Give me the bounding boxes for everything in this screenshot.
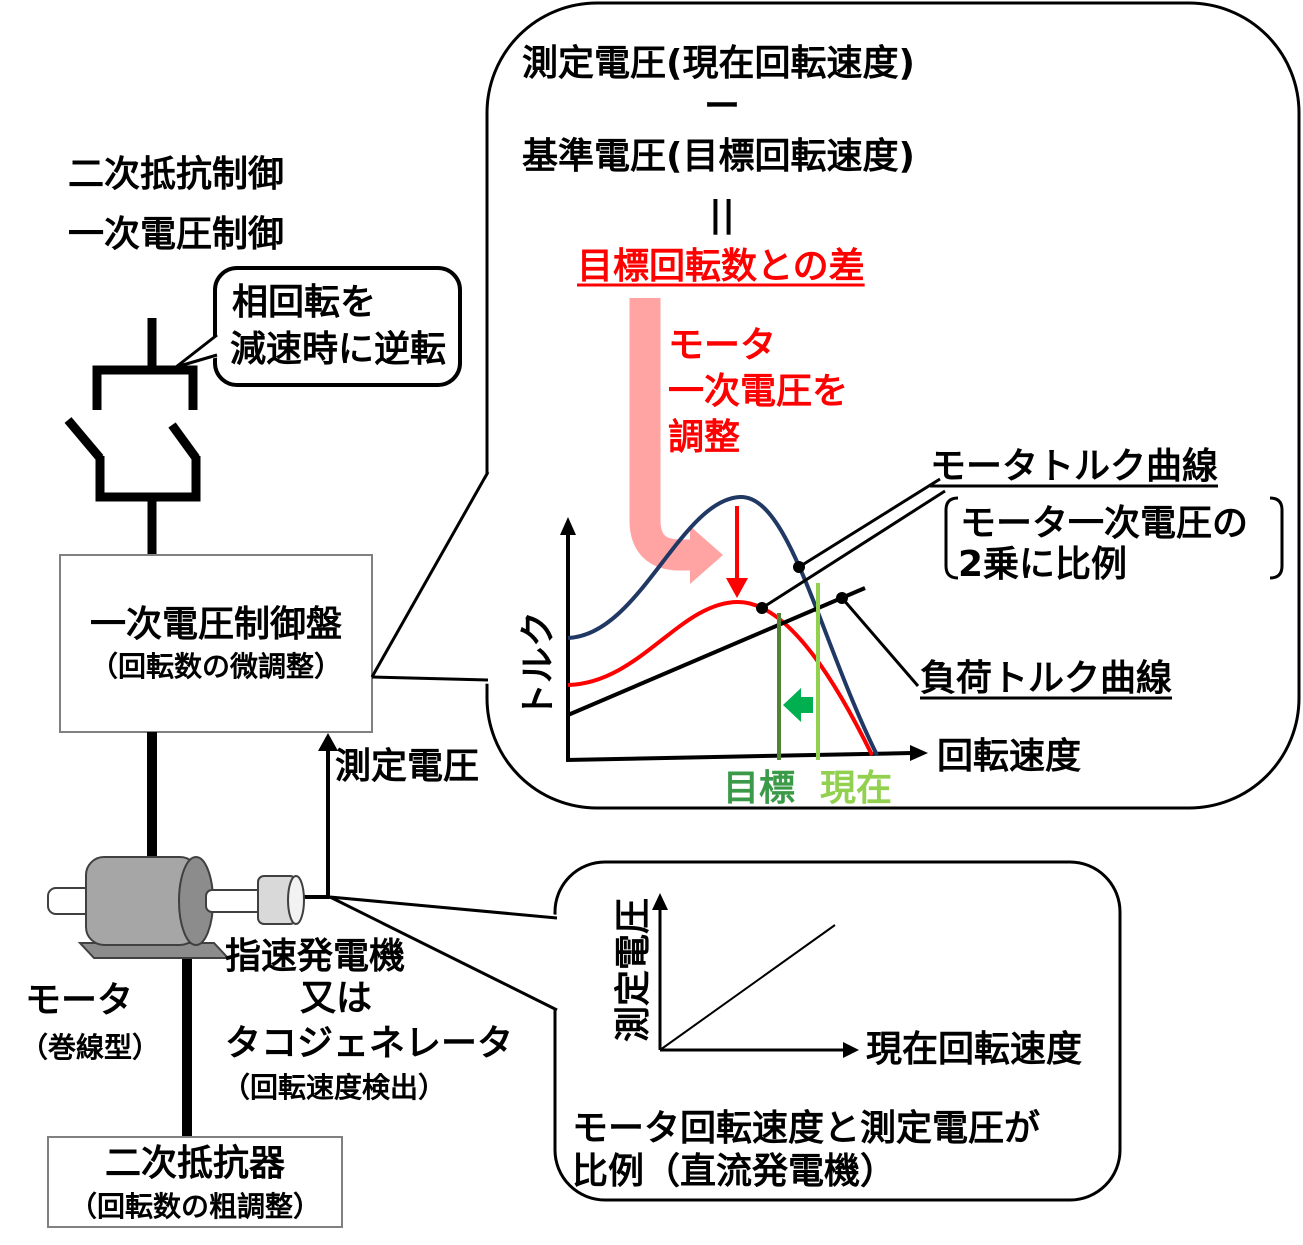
feedback-line [298, 748, 330, 899]
motor-icon [47, 856, 305, 959]
control-panel-box [59, 554, 373, 733]
method-primary-voltage: 一次電圧制御 [68, 214, 284, 255]
reduced-torque-curve [567, 599, 874, 756]
voltage-speed-graph: 測定電圧 現在回転速度 [613, 893, 1082, 1070]
phase-callout-line-2: 減速時に逆転 [230, 329, 446, 370]
action-line-2: 一次電圧を [668, 371, 848, 412]
formula-equals: || [709, 194, 735, 235]
tacho-callout-box [553, 860, 1122, 1202]
motor-curve-note-1: モータ一次電圧の [960, 503, 1248, 544]
load-curve-marker [836, 592, 848, 604]
note-bracket-right [1269, 496, 1284, 580]
motor-torque-curve [567, 494, 879, 756]
control-callout-box [485, 1, 1301, 810]
motor-right-shaft [205, 889, 265, 913]
tacho-note-2: 比例（直流発電機） [572, 1151, 896, 1192]
control-panel: 一次電圧制御盤 （回転数の微調整） [59, 554, 373, 733]
formula-minus: ー [704, 86, 740, 127]
control-panel-title: 一次電圧制御盤 [90, 604, 342, 645]
load-curve-label: 負荷トルク曲線 [920, 658, 1172, 699]
tacho-callout-tail-bottom [329, 895, 558, 1012]
adjust-flow-arrow [629, 298, 692, 571]
tacho-label-3: タコジェネレータ [225, 1023, 513, 1064]
feedback-arrowhead-icon [318, 733, 338, 751]
current-speed-label: 現在 [820, 768, 892, 809]
phase-callout: 相回転を 減速時に逆転 [175, 266, 462, 387]
control-callout-tail-bottom [371, 675, 489, 682]
secondary-resistor-box [47, 1136, 343, 1228]
secondary-resistor-title: 二次抵抗器 [105, 1142, 286, 1184]
load-curve-pointer [840, 597, 920, 687]
current-speed-axis-arrowhead-icon [843, 1042, 859, 1058]
secondary-resistor-subtitle: （回転数の粗調整） [69, 1190, 321, 1223]
proportional-line [659, 924, 836, 1051]
current-speed-axis-label: 現在回転速度 [866, 1029, 1082, 1070]
speed-shift-arrow-icon [783, 688, 813, 722]
speed-axis-label: 回転速度 [937, 736, 1081, 777]
formula-result: 目標回転数との差 [577, 246, 865, 287]
note-bracket-left [944, 496, 959, 580]
control-panel-subtitle: （回転数の微調整） [90, 650, 342, 683]
torque-axis-arrowhead-icon [560, 517, 576, 535]
motor-curve-note-2: 2乗に比例 [958, 544, 1127, 585]
torque-axis-label: トルク [518, 611, 559, 719]
reversing-switch-symbol [64, 318, 201, 556]
motor-type-label: （巻線型） [20, 1031, 160, 1064]
phase-callout-line-1: 相回転を [232, 282, 376, 323]
adjust-flow-arrowhead-icon [690, 526, 723, 584]
feedback-label: 測定電圧 [335, 746, 479, 787]
switch-blade-right [168, 422, 200, 461]
tacho-label-2: 又は [300, 978, 372, 1019]
action-line-3: 調整 [668, 417, 740, 458]
switch-bottom-bracket [95, 456, 201, 502]
formula-measured: 測定電圧(現在回転速度) [522, 43, 915, 84]
motor-label: モータ [25, 980, 133, 1021]
secondary-resistor: 二次抵抗器 （回転数の粗調整） [47, 1136, 343, 1228]
tacho-label-4: （回転速度検出） [222, 1071, 446, 1104]
tacho-note-1: モータ回転速度と測定電圧が [572, 1108, 1040, 1149]
reduced-curve-marker [756, 602, 768, 614]
speed-axis [565, 751, 913, 762]
target-speed-label: 目標 [723, 768, 795, 809]
switch-blade-left [64, 417, 104, 461]
voltage-axis-label: 測定電圧 [613, 898, 654, 1042]
switch-top-bracket [92, 365, 198, 410]
tacho-label-1: 指速発電機 [225, 936, 405, 977]
motor-curve-pointer-1 [798, 477, 941, 569]
control-callout-gap [372, 468, 492, 684]
motor-curve-label: モータトルク曲線 [930, 446, 1218, 487]
load-torque-line [567, 586, 866, 717]
tacho-callout: 測定電圧 現在回転速度 モータ回転速度と測定電圧が 比例（直流発電機） [329, 860, 1122, 1202]
motor-curve-marker [793, 561, 805, 573]
tacho-end-face [287, 875, 305, 925]
phase-callout-box [213, 266, 462, 387]
method-secondary-resistance: 二次抵抗制御 [68, 153, 284, 195]
torque-speed-graph: トルク 回転速度 モータトルク曲線 モータ一次電圧の 2乗に比例 負荷トルク曲線… [518, 446, 1284, 809]
voltage-axis-arrowhead-icon [652, 893, 668, 910]
formula-reference: 基準電圧(目標回転速度) [522, 136, 915, 177]
action-line-1: モータ [668, 325, 776, 366]
speed-axis-arrowhead-icon [910, 745, 928, 761]
voltage-drop-arrowhead-icon [726, 578, 748, 598]
control-callout-tail-top [370, 471, 490, 678]
control-callout: 測定電圧(現在回転速度) ー 基準電圧(目標回転速度) || 目標回転数との差 … [370, 1, 1301, 810]
motor-curve-pointer-2 [761, 489, 946, 610]
tacho-callout-tail-top [329, 895, 558, 920]
